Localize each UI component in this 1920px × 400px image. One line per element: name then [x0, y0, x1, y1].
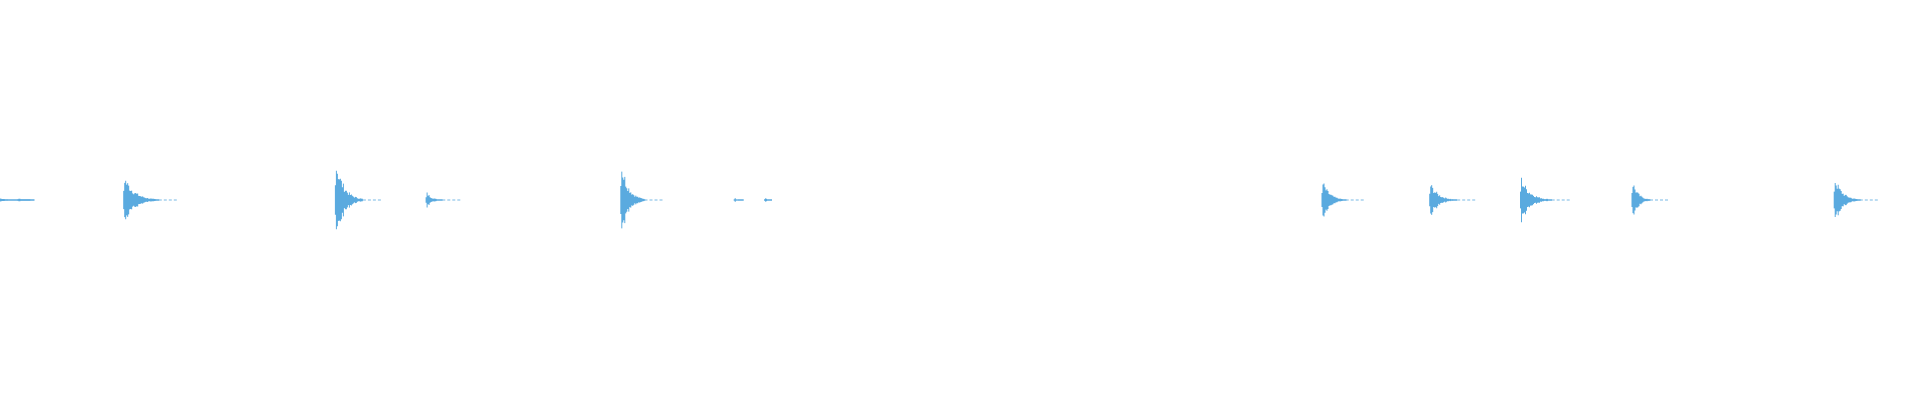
waveform-burst-path: [123, 180, 160, 220]
waveform-event-burst: [1520, 177, 1570, 223]
waveform-event-burst: [1321, 183, 1364, 217]
waveform-event-burst: [123, 180, 177, 220]
waveform-burst-path: [334, 170, 363, 230]
waveform-burst-path: [764, 198, 772, 202]
waveform-burst-path: [1429, 185, 1458, 215]
waveform-burst-path: [1631, 185, 1651, 215]
waveform-burst-path: [17, 198, 31, 202]
waveform-event-burst: [1631, 185, 1668, 215]
waveform-burst-path: [620, 171, 646, 229]
waveform-event-faint: [764, 198, 772, 202]
waveform-event-faint: [17, 198, 31, 202]
waveform-burst-path: [425, 192, 443, 208]
waveform-burst-path: [1321, 183, 1347, 217]
waveform-burst-path: [1520, 177, 1552, 223]
waveform-event-burst: [334, 170, 381, 230]
waveform-burst-path: [1833, 183, 1861, 217]
waveform-event-burst: [620, 171, 663, 229]
waveform-burst-path: [733, 198, 744, 202]
waveform-event-blip: [425, 192, 461, 208]
waveform-events: [0, 170, 1878, 230]
waveform-event-faint: [733, 198, 744, 202]
waveform-event-burst: [1429, 185, 1476, 215]
waveform-event-burst: [1833, 183, 1878, 217]
